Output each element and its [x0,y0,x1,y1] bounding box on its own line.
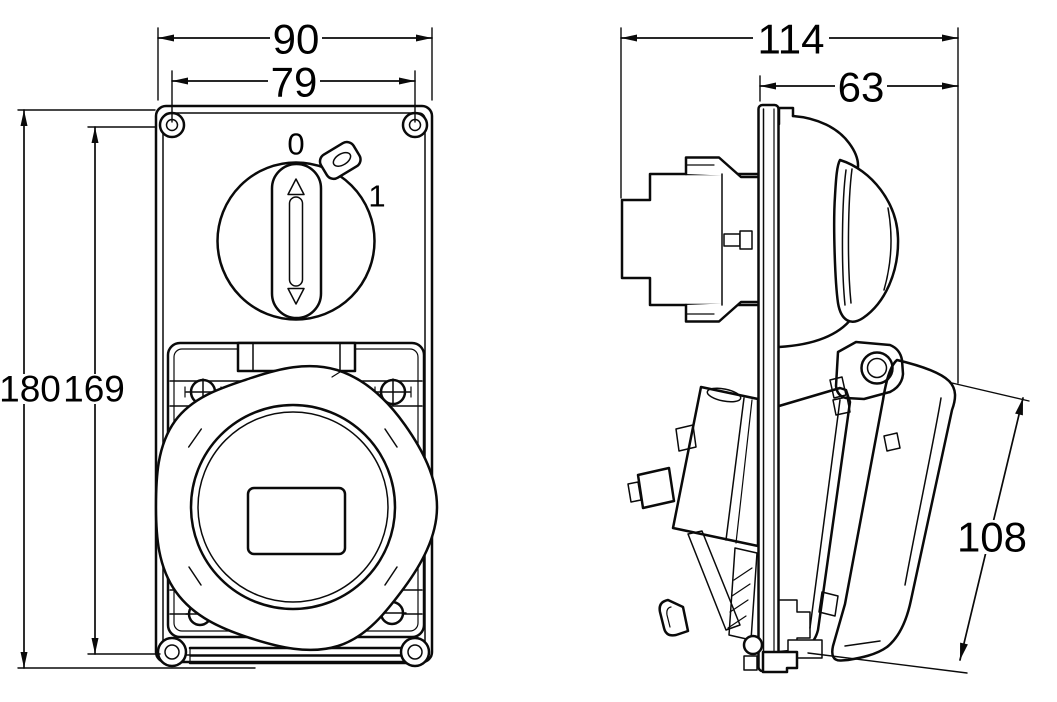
fixing-lug-bottom-left [156,636,188,668]
dim-overall-width: 90 [157,16,433,63]
panel-screw-top-right [374,378,412,406]
fixing-lug-top-left [158,111,186,139]
padlock-tab-icon [318,140,362,181]
dim-label-90: 90 [273,16,320,63]
rear-terminal-box [620,156,760,323]
dim-hole-spacing-height: 169 [63,126,125,655]
receptacle-barrel [777,386,852,654]
dimensions: 90 79 180 169 [0,16,1030,674]
dim-label-79: 79 [271,59,318,106]
dim-overall-height: 180 [0,109,61,669]
dim-hole-spacing-width: 79 [171,59,416,106]
dim-label-63: 63 [838,64,885,111]
mounting-plate-edge [757,103,780,673]
dim-socket-assembly-length: 108 [954,397,1030,661]
socket-keyway-window [246,486,347,556]
lower-fittings [658,530,823,674]
switch-knob-profile [777,106,900,349]
dim-overall-depth: 114 [620,16,959,63]
front-view: 0 1 [154,104,439,668]
rear-socket-box [627,385,760,548]
switch-position-on-label: 1 [368,179,385,214]
dim-label-180: 180 [0,369,61,410]
handle-arrow-up-icon [287,178,305,196]
terminal-screw [723,230,753,250]
handle-arrow-down-icon [287,287,305,305]
rotary-switch-handle[interactable] [270,162,323,320]
dim-label-169: 169 [63,369,125,410]
dim-panel-front-depth: 63 [759,64,959,111]
interlock-bracket [829,340,905,416]
dim-label-114: 114 [758,16,825,63]
socket-face [189,403,397,611]
dim-label-108: 108 [957,514,1027,561]
rotary-switch[interactable]: 0 1 [216,127,386,321]
socket-lid [831,358,957,662]
handle-slot [288,196,304,287]
side-view [620,103,957,674]
fixing-lug-bottom-right [399,636,431,668]
switch-position-off-label: 0 [287,127,304,162]
